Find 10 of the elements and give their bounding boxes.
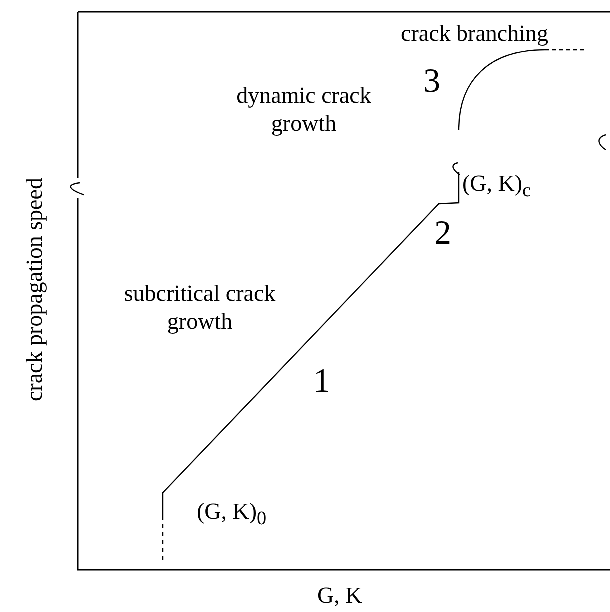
region-label: dynamic crack growth — [236, 82, 372, 138]
axis-title: G, K — [318, 582, 362, 610]
stage-number: 2 — [434, 214, 452, 254]
stage-number: 3 — [424, 62, 440, 102]
region-label: subcritical crack growth — [123, 280, 277, 336]
stage-number: 1 — [314, 362, 330, 402]
axis-value-label: (G, K)$_{0}$ — [197, 498, 267, 531]
axis-title: crack propagation speed — [20, 178, 48, 402]
region-label: crack branching — [401, 20, 549, 48]
axis-value-label: (G, K)$_{c}$ — [462, 170, 532, 203]
